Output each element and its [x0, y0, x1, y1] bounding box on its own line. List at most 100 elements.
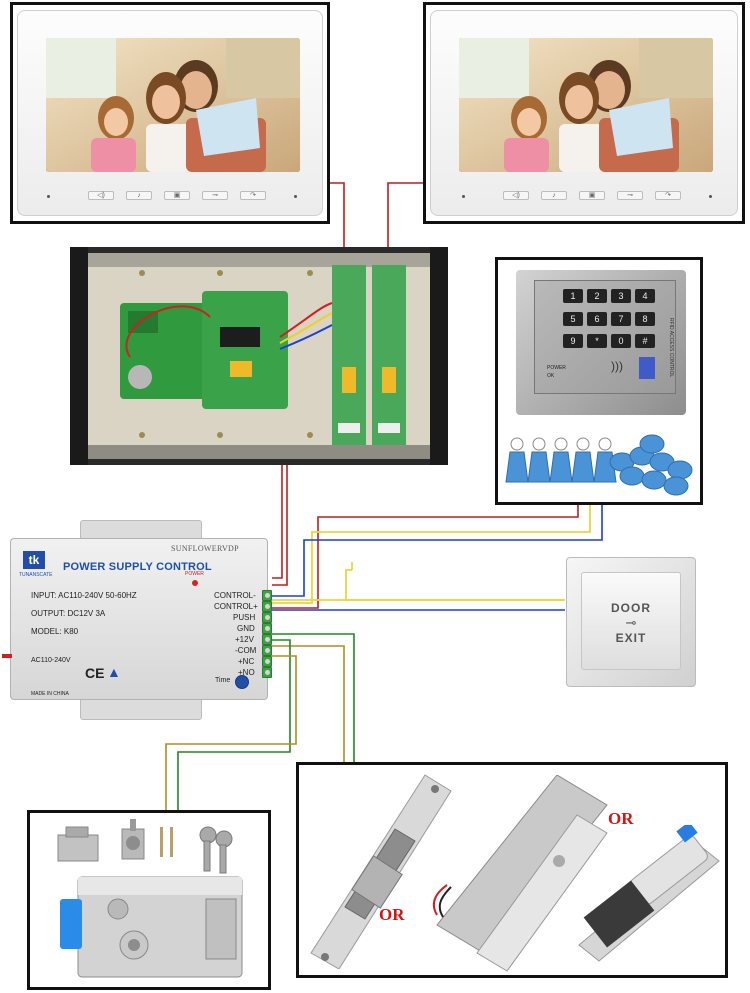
or-label-right: OR	[608, 809, 634, 828]
terminal-nc[interactable]	[262, 656, 272, 667]
wire-to-lock-green	[177, 639, 291, 810]
terminal-push[interactable]	[262, 612, 272, 623]
monitor-left-monitor-button[interactable]: ▣	[164, 191, 190, 200]
power-supply-unit: tk TUNANSCATE POWER SUPPLY CONTROL POWER…	[2, 520, 274, 720]
wire-keypad-red	[272, 505, 579, 609]
keypad-key[interactable]: 8	[635, 311, 655, 326]
lock-options-frame: OR OR	[296, 762, 728, 978]
keypad-ok-label: OK	[547, 373, 555, 379]
wire-nc-olive	[272, 645, 345, 762]
terminal-label-push: PUSH	[233, 613, 256, 622]
wire-board-control-2	[272, 410, 283, 579]
wire-exit-yellow	[345, 569, 565, 601]
power-led	[192, 580, 198, 586]
psu-ac-label: AC110-240V	[31, 657, 71, 664]
wire-keypad-blue	[272, 505, 603, 597]
wire-keypad-yellow	[272, 505, 591, 604]
keypad-key[interactable]: 9	[563, 334, 583, 349]
door-exit-button[interactable]: DOOR ⊸ EXIT	[566, 557, 696, 687]
ce-mark-icon: CE	[85, 665, 105, 681]
psu-maker: SUNFLOWERVDP	[171, 544, 239, 553]
keypad-key[interactable]: 3	[611, 289, 631, 303]
keypad-key[interactable]: *	[587, 334, 607, 349]
monitor-right-monitor-button[interactable]: ▣	[579, 191, 605, 200]
monitor-left-unlock-button[interactable]: ⊸	[202, 191, 228, 200]
keypad-key[interactable]: 1	[563, 289, 583, 303]
psu-brand-small: TUNANSCATE	[19, 572, 53, 578]
terminal-label-12v: +12V	[235, 635, 254, 644]
monitor-left-hangup-button[interactable]: ↷	[240, 191, 266, 200]
monitor-right-ring-button[interactable]: ♪	[541, 191, 567, 200]
psu-logo: tk	[23, 551, 45, 569]
ac-input-wire	[2, 654, 12, 658]
terminal-gnd[interactable]	[262, 623, 272, 634]
terminal-12v[interactable]	[262, 634, 272, 645]
electric-bolt-lock	[578, 825, 720, 962]
terminal-control-minus[interactable]	[262, 590, 272, 601]
card-tag-icon	[639, 357, 655, 379]
wire-to-lock-olive	[165, 655, 297, 810]
keypad-key[interactable]: 7	[611, 311, 631, 326]
psu-title: POWER SUPPLY CONTROL	[63, 561, 212, 573]
monitor-right-unlock-button[interactable]: ⊸	[617, 191, 643, 200]
psu-time-label: Time	[215, 677, 231, 684]
psu-power-label: POWER	[185, 571, 204, 577]
distributor-box	[70, 247, 448, 465]
psu-model: MODEL: K80	[31, 627, 79, 636]
video-door-monitor-right: ◁) ♪ ▣ ⊸ ↷	[430, 10, 738, 216]
terminal-com[interactable]	[262, 645, 272, 656]
psu-input-spec: INPUT: AC110-240V 50-60HZ	[31, 591, 137, 600]
wire-com-green	[272, 633, 355, 762]
terminal-label-nc: +NC	[238, 657, 255, 666]
electric-strike-lock	[310, 774, 452, 969]
terminal-no[interactable]	[262, 667, 272, 678]
terminal-label-control-plus: CONTROL+	[214, 602, 258, 611]
distributor-board-illustration	[70, 247, 448, 465]
electric-lock-illustration	[57, 819, 243, 978]
electric-lock-frame	[27, 810, 271, 990]
keypad-key[interactable]: 0	[611, 334, 631, 349]
exit-button-exit-label: EXIT	[615, 631, 647, 645]
exit-button-face: DOOR ⊸ EXIT	[581, 572, 681, 670]
monitor-right-hangup-button[interactable]: ↷	[655, 191, 681, 200]
keypad-key[interactable]: 4	[635, 289, 655, 303]
key-icon: ⊸	[625, 615, 637, 630]
or-label-left: OR	[379, 905, 405, 924]
family-photo-left	[46, 38, 300, 172]
rfid-waves-icon: )))	[611, 359, 623, 373]
wire-board-control-1	[272, 410, 288, 586]
magnetic-lock	[432, 775, 608, 972]
video-door-monitor-left: ◁) ♪ ▣ ⊸ ↷	[17, 10, 323, 216]
monitor-left-ring-button[interactable]: ♪	[126, 191, 152, 200]
terminal-label-com: -COM	[235, 646, 257, 655]
psu-body: tk TUNANSCATE POWER SUPPLY CONTROL POWER…	[10, 538, 268, 700]
rfid-key-fobs	[505, 434, 693, 496]
terminal-label-control-minus: CONTROL-	[214, 591, 256, 600]
monitor-screen-right	[459, 38, 713, 172]
warning-triangle-icon: ▲	[107, 664, 121, 680]
keypad-key[interactable]: 5	[563, 311, 583, 326]
terminal-label-no: +NO	[238, 668, 255, 677]
family-photo-right	[459, 38, 713, 172]
time-adjust-knob[interactable]	[235, 675, 249, 689]
psu-made-in: MADE IN CHINA	[31, 691, 69, 697]
exit-button-door-label: DOOR	[611, 601, 651, 615]
keypad-key[interactable]: 2	[587, 289, 607, 303]
monitor-screen-left	[46, 38, 300, 172]
keypad-key[interactable]: #	[635, 334, 655, 349]
keypad-key[interactable]: 6	[587, 311, 607, 326]
keypad-side-label: RFID ACCESS CONTROL	[668, 318, 674, 378]
psu-output-spec: OUTPUT: DC12V 3A	[31, 609, 106, 618]
monitor-right-talk-button[interactable]: ◁)	[503, 191, 529, 200]
monitor-frame-right: ◁) ♪ ▣ ⊸ ↷	[423, 2, 745, 224]
keypad-power-label: POWER	[547, 365, 566, 371]
monitor-left-talk-button[interactable]: ◁)	[88, 191, 114, 200]
terminal-control-plus[interactable]	[262, 601, 272, 612]
monitor-frame-left: ◁) ♪ ▣ ⊸ ↷	[10, 2, 330, 224]
terminal-label-gnd: GND	[237, 624, 255, 633]
